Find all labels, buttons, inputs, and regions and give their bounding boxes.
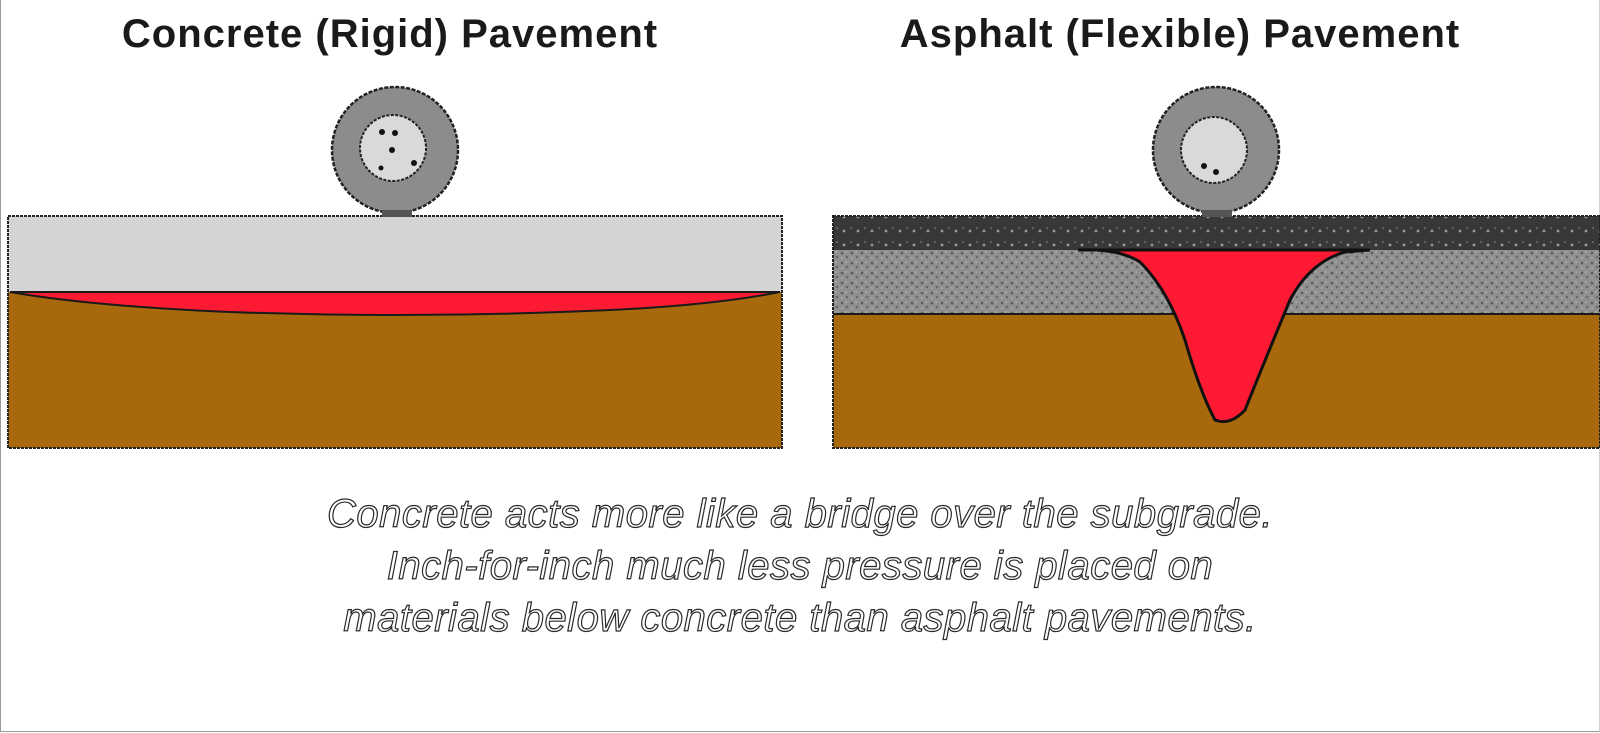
concrete-pressure-zone xyxy=(9,291,781,316)
asphalt-panel xyxy=(832,85,1600,449)
concrete-subgrade xyxy=(8,290,782,448)
concrete-tire-icon xyxy=(330,85,460,217)
asphalt-tire-icon xyxy=(1151,85,1281,217)
concrete-slab xyxy=(8,216,782,292)
asphalt-panel-title: Asphalt (Flexible) Pavement xyxy=(899,12,1461,56)
asphalt-pressure-zone xyxy=(1077,248,1371,424)
concrete-panel xyxy=(7,85,783,449)
concrete-panel-title: Concrete (Rigid) Pavement xyxy=(121,12,659,56)
caption: Concrete acts more like a bridge over th… xyxy=(326,491,1273,640)
asphalt-surface-layer xyxy=(833,216,1600,250)
